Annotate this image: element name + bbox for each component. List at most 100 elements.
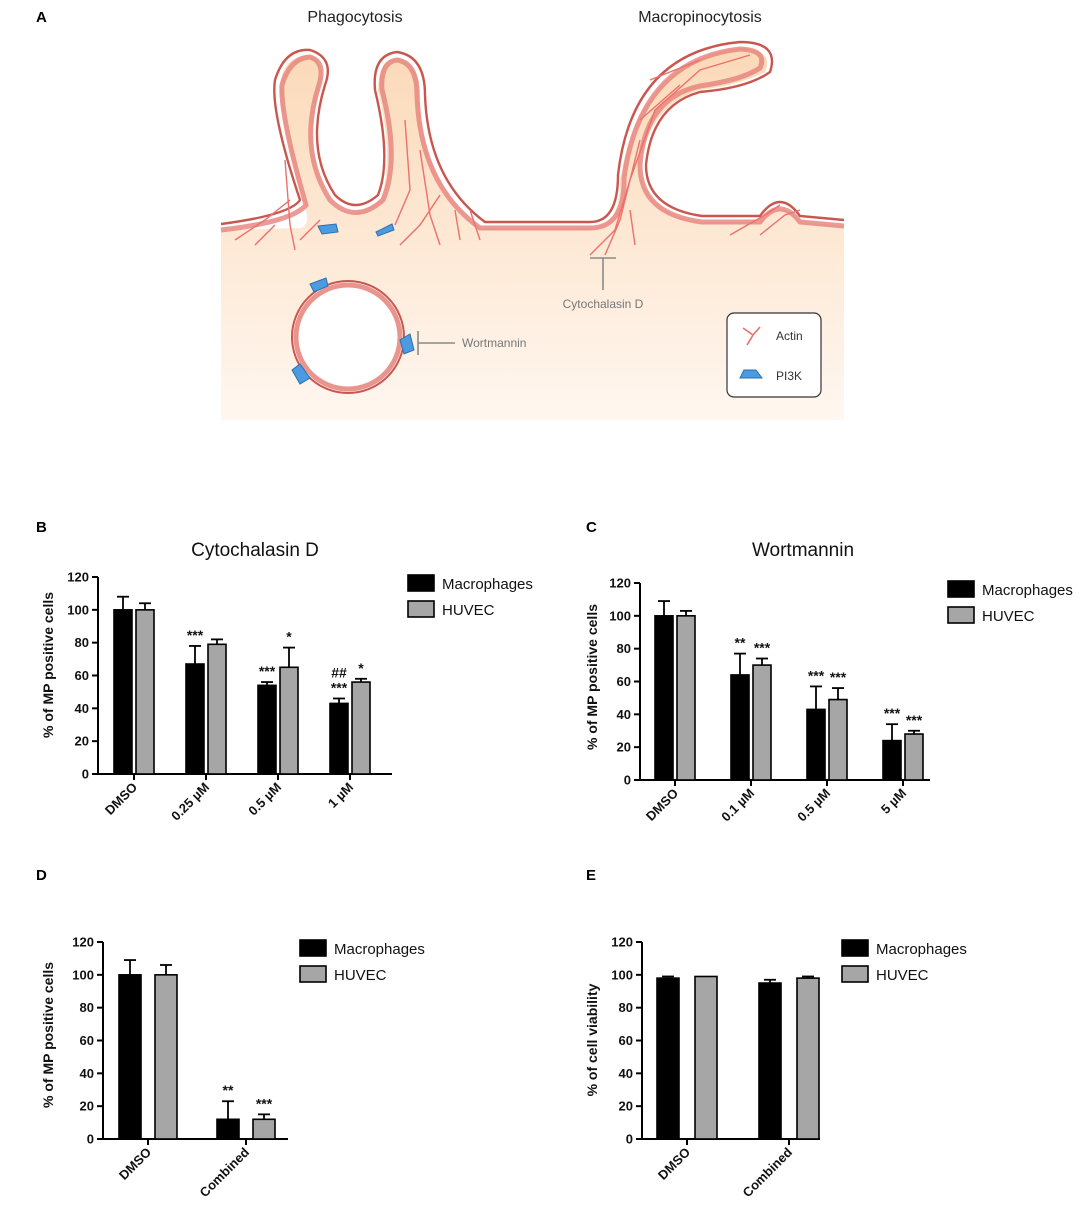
- y-tick-label: 0: [626, 1132, 633, 1147]
- bar-macrophages-2: [730, 674, 750, 781]
- x-tick-label: Combined: [197, 1144, 253, 1200]
- y-tick-label: 20: [619, 1099, 633, 1114]
- bar-macrophages-1: [113, 609, 133, 775]
- y-tick-label: 100: [611, 967, 633, 982]
- legend-swatch-huvec: [299, 965, 327, 983]
- panel-letter-e: E: [586, 867, 596, 884]
- y-tick-label: 40: [75, 701, 89, 716]
- x-tick-label: 0.25 µM: [168, 780, 212, 824]
- pi3k-icon: [739, 369, 763, 379]
- x-tick-label: Combined: [740, 1144, 796, 1200]
- actin-icon: [742, 326, 761, 346]
- pi3k-marker: [309, 277, 329, 293]
- legend-label-macrophages: Macrophages: [876, 941, 967, 958]
- significance-mark: ***: [884, 705, 901, 721]
- bar-macrophages-1: [118, 974, 142, 1140]
- legend-label-huvec: HUVEC: [876, 967, 929, 984]
- bar-huvec-2: [796, 977, 820, 1140]
- legend-swatch-macrophages: [407, 574, 435, 592]
- panel-letter-a: A: [36, 9, 47, 26]
- legend-label-huvec: HUVEC: [982, 608, 1035, 625]
- y-tick-label: 20: [80, 1099, 94, 1114]
- y-tick-label: 60: [617, 674, 631, 689]
- x-tick-label: 0.1 µM: [718, 786, 757, 825]
- y-tick-label: 120: [611, 935, 633, 950]
- bar-huvec-3: [828, 698, 848, 781]
- x-tick-label: DMSO: [643, 786, 681, 824]
- legend-label-macrophages: Macrophages: [334, 941, 425, 958]
- legend-swatch-macrophages: [299, 939, 327, 957]
- chart-cytochalasin: Cytochalasin D% of MP positive cells0204…: [40, 540, 533, 824]
- significance-mark: *: [286, 629, 292, 645]
- bar-huvec-2: [752, 664, 772, 781]
- y-tick-label: 80: [619, 1000, 633, 1015]
- bar-huvec-1: [694, 975, 718, 1140]
- bar-huvec-1: [135, 609, 155, 775]
- y-tick-label: 0: [624, 773, 631, 788]
- y-tick-label: 20: [75, 734, 89, 749]
- x-tick-label: 1 µM: [325, 780, 356, 811]
- wortmannin-label: Wortmannin: [462, 336, 526, 350]
- significance-mark: ***: [331, 679, 348, 695]
- bar-huvec-1: [154, 974, 178, 1140]
- y-tick-label: 100: [67, 602, 89, 617]
- chart-wortmannin: Wortmannin% of MP positive cells02040608…: [584, 540, 1073, 824]
- bar-macrophages-4: [882, 739, 902, 781]
- cytochalasin-label: Cytochalasin D: [563, 297, 644, 311]
- significance-mark: ***: [830, 669, 847, 685]
- y-axis-title: % of cell viability: [584, 983, 600, 1096]
- bar-huvec-4: [351, 681, 371, 775]
- legend-swatch-huvec: [407, 600, 435, 618]
- y-tick-label: 100: [72, 967, 94, 982]
- significance-mark: ***: [906, 712, 923, 728]
- significance-mark: ***: [256, 1095, 273, 1111]
- bar-macrophages-2: [216, 1118, 240, 1140]
- bar-huvec-2: [252, 1118, 276, 1140]
- legend-swatch-huvec: [947, 606, 975, 624]
- pi3k-marker: [291, 363, 311, 385]
- bar-huvec-4: [904, 733, 924, 781]
- x-tick-label: DMSO: [102, 780, 140, 818]
- significance-mark-secondary: ##: [331, 664, 347, 680]
- x-tick-label: 5 µM: [878, 786, 909, 817]
- y-tick-label: 60: [75, 668, 89, 683]
- y-tick-label: 40: [80, 1066, 94, 1081]
- y-tick-label: 60: [80, 1033, 94, 1048]
- legend-pi3k-label: PI3K: [776, 369, 802, 383]
- significance-mark: ***: [259, 663, 276, 679]
- endocytosis-diagram: Phagocytosis Macropinocytosis Cytochala: [220, 9, 845, 420]
- macropinocytosis-label: Macropinocytosis: [638, 9, 762, 26]
- bar-macrophages-1: [654, 615, 674, 781]
- significance-mark: ***: [808, 667, 825, 683]
- bar-macrophages-2: [758, 982, 782, 1140]
- diagram-legend: [726, 312, 822, 398]
- y-tick-label: 0: [87, 1132, 94, 1147]
- bar-macrophages-4: [329, 702, 349, 775]
- plasma-membrane-inner: [220, 46, 845, 233]
- legend-actin-label: Actin: [776, 329, 803, 343]
- pi3k-marker: [375, 223, 395, 237]
- y-axis-title: % of MP positive cells: [40, 962, 56, 1108]
- wortmannin-inhibitor: [417, 331, 455, 355]
- bar-macrophages-3: [806, 708, 826, 781]
- legend-swatch-huvec: [841, 965, 869, 983]
- bar-huvec-3: [279, 666, 299, 775]
- y-tick-label: 100: [609, 608, 631, 623]
- legend-label-huvec: HUVEC: [442, 602, 495, 619]
- y-axis-title: % of MP positive cells: [40, 592, 56, 738]
- significance-mark: **: [735, 635, 746, 651]
- bar-macrophages-2: [185, 663, 205, 775]
- bar-macrophages-1: [656, 977, 680, 1140]
- significance-mark: ***: [754, 640, 771, 656]
- actin-filaments: [234, 54, 801, 256]
- vesicle: [291, 280, 405, 394]
- x-tick-label: 0.5 µM: [245, 780, 284, 819]
- legend-label-macrophages: Macrophages: [442, 576, 533, 593]
- chart-combined-uptake: % of MP positive cells020406080100120DMS…: [40, 935, 425, 1201]
- y-tick-label: 40: [619, 1066, 633, 1081]
- phagocytosis-label: Phagocytosis: [307, 9, 402, 26]
- legend-label-macrophages: Macrophages: [982, 582, 1073, 599]
- panel-letter-c: C: [586, 519, 597, 536]
- x-tick-label: DMSO: [655, 1145, 693, 1183]
